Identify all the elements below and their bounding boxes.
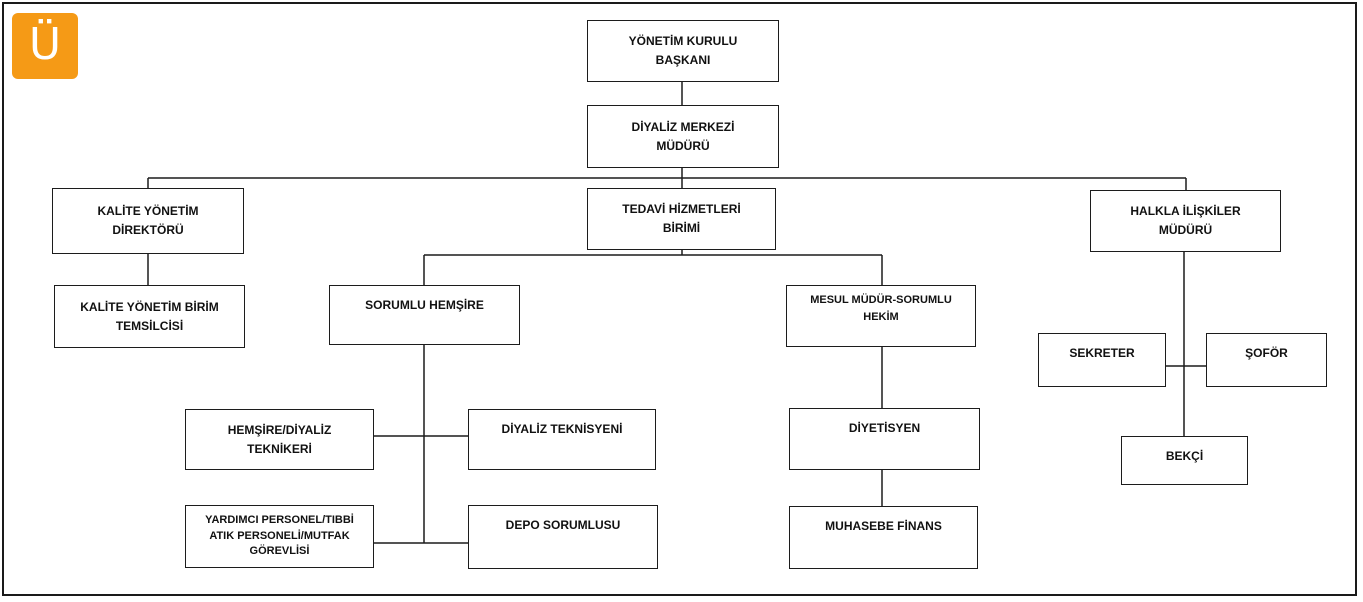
node-label: DİYALİZ MERKEZİ MÜDÜRÜ: [631, 119, 735, 153]
node-label: MUHASEBE FİNANS: [825, 519, 942, 533]
node-tedavi-hizmetleri-birimi: TEDAVİ HİZMETLERİ BİRİMİ: [587, 188, 776, 250]
node-label: HALKLA İLİŞKİLER MÜDÜRÜ: [1130, 204, 1241, 237]
node-sorumlu-hemsire: SORUMLU HEMŞİRE: [329, 285, 520, 345]
node-label: SEKRETER: [1069, 346, 1135, 360]
node-sofor: ŞOFÖR: [1206, 333, 1327, 387]
node-label: ŞOFÖR: [1245, 346, 1288, 360]
node-bekci: BEKÇİ: [1121, 436, 1248, 485]
node-kalite-yonetim-direktoru: KALİTE YÖNETİM DİREKTÖRÜ: [52, 188, 244, 254]
node-yonetim-kurulu-baskani: YÖNETİM KURULU BAŞKANI: [587, 20, 779, 82]
node-label: DİYALİZ TEKNİSYENİ: [501, 422, 623, 436]
node-label: KALİTE YÖNETİM DİREKTÖRÜ: [97, 204, 199, 237]
logo-badge: Ü: [12, 13, 78, 79]
node-label: DEPO SORUMLUSU: [505, 518, 621, 532]
node-diyaliz-teknisyeni: DİYALİZ TEKNİSYENİ: [468, 409, 656, 470]
node-diyetisyen: DİYETİSYEN: [789, 408, 980, 470]
node-label: KALİTE YÖNETİM BİRİM TEMSİLCİSİ: [80, 299, 219, 333]
node-halkla-iliskiler-muduru: HALKLA İLİŞKİLER MÜDÜRÜ: [1090, 190, 1281, 252]
node-label: DİYETİSYEN: [848, 421, 921, 435]
node-label: BEKÇİ: [1165, 449, 1204, 463]
node-mesul-mudur-sorumlu-hekim: MESUL MÜDÜR-SORUMLU HEKİM: [786, 285, 976, 347]
node-label: MESUL MÜDÜR-SORUMLU HEKİM: [810, 294, 952, 324]
logo-letter: Ü: [28, 19, 62, 70]
node-label: TEDAVİ HİZMETLERİ BİRİMİ: [622, 202, 741, 235]
node-muhasebe-finans: MUHASEBE FİNANS: [789, 506, 978, 569]
node-label: SORUMLU HEMŞİRE: [365, 298, 484, 312]
node-yardimci-personel: YARDIMCI PERSONEL/TIBBİ ATIK PERSONELİ/M…: [185, 505, 374, 568]
node-sekreter: SEKRETER: [1038, 333, 1166, 387]
node-hemsire-diyaliz-teknikeri: HEMŞİRE/DİYALİZ TEKNİKERİ: [185, 409, 374, 470]
node-label: YÖNETİM KURULU BAŞKANI: [628, 34, 738, 67]
node-label: YARDIMCI PERSONEL/TIBBİ ATIK PERSONELİ/M…: [205, 513, 354, 558]
node-label: HEMŞİRE/DİYALİZ TEKNİKERİ: [227, 422, 332, 456]
node-depo-sorumlusu: DEPO SORUMLUSU: [468, 505, 658, 569]
node-diyaliz-merkezi-muduru: DİYALİZ MERKEZİ MÜDÜRÜ: [587, 105, 779, 168]
node-kalite-yonetim-birim-temsilcisi: KALİTE YÖNETİM BİRİM TEMSİLCİSİ: [54, 285, 245, 348]
